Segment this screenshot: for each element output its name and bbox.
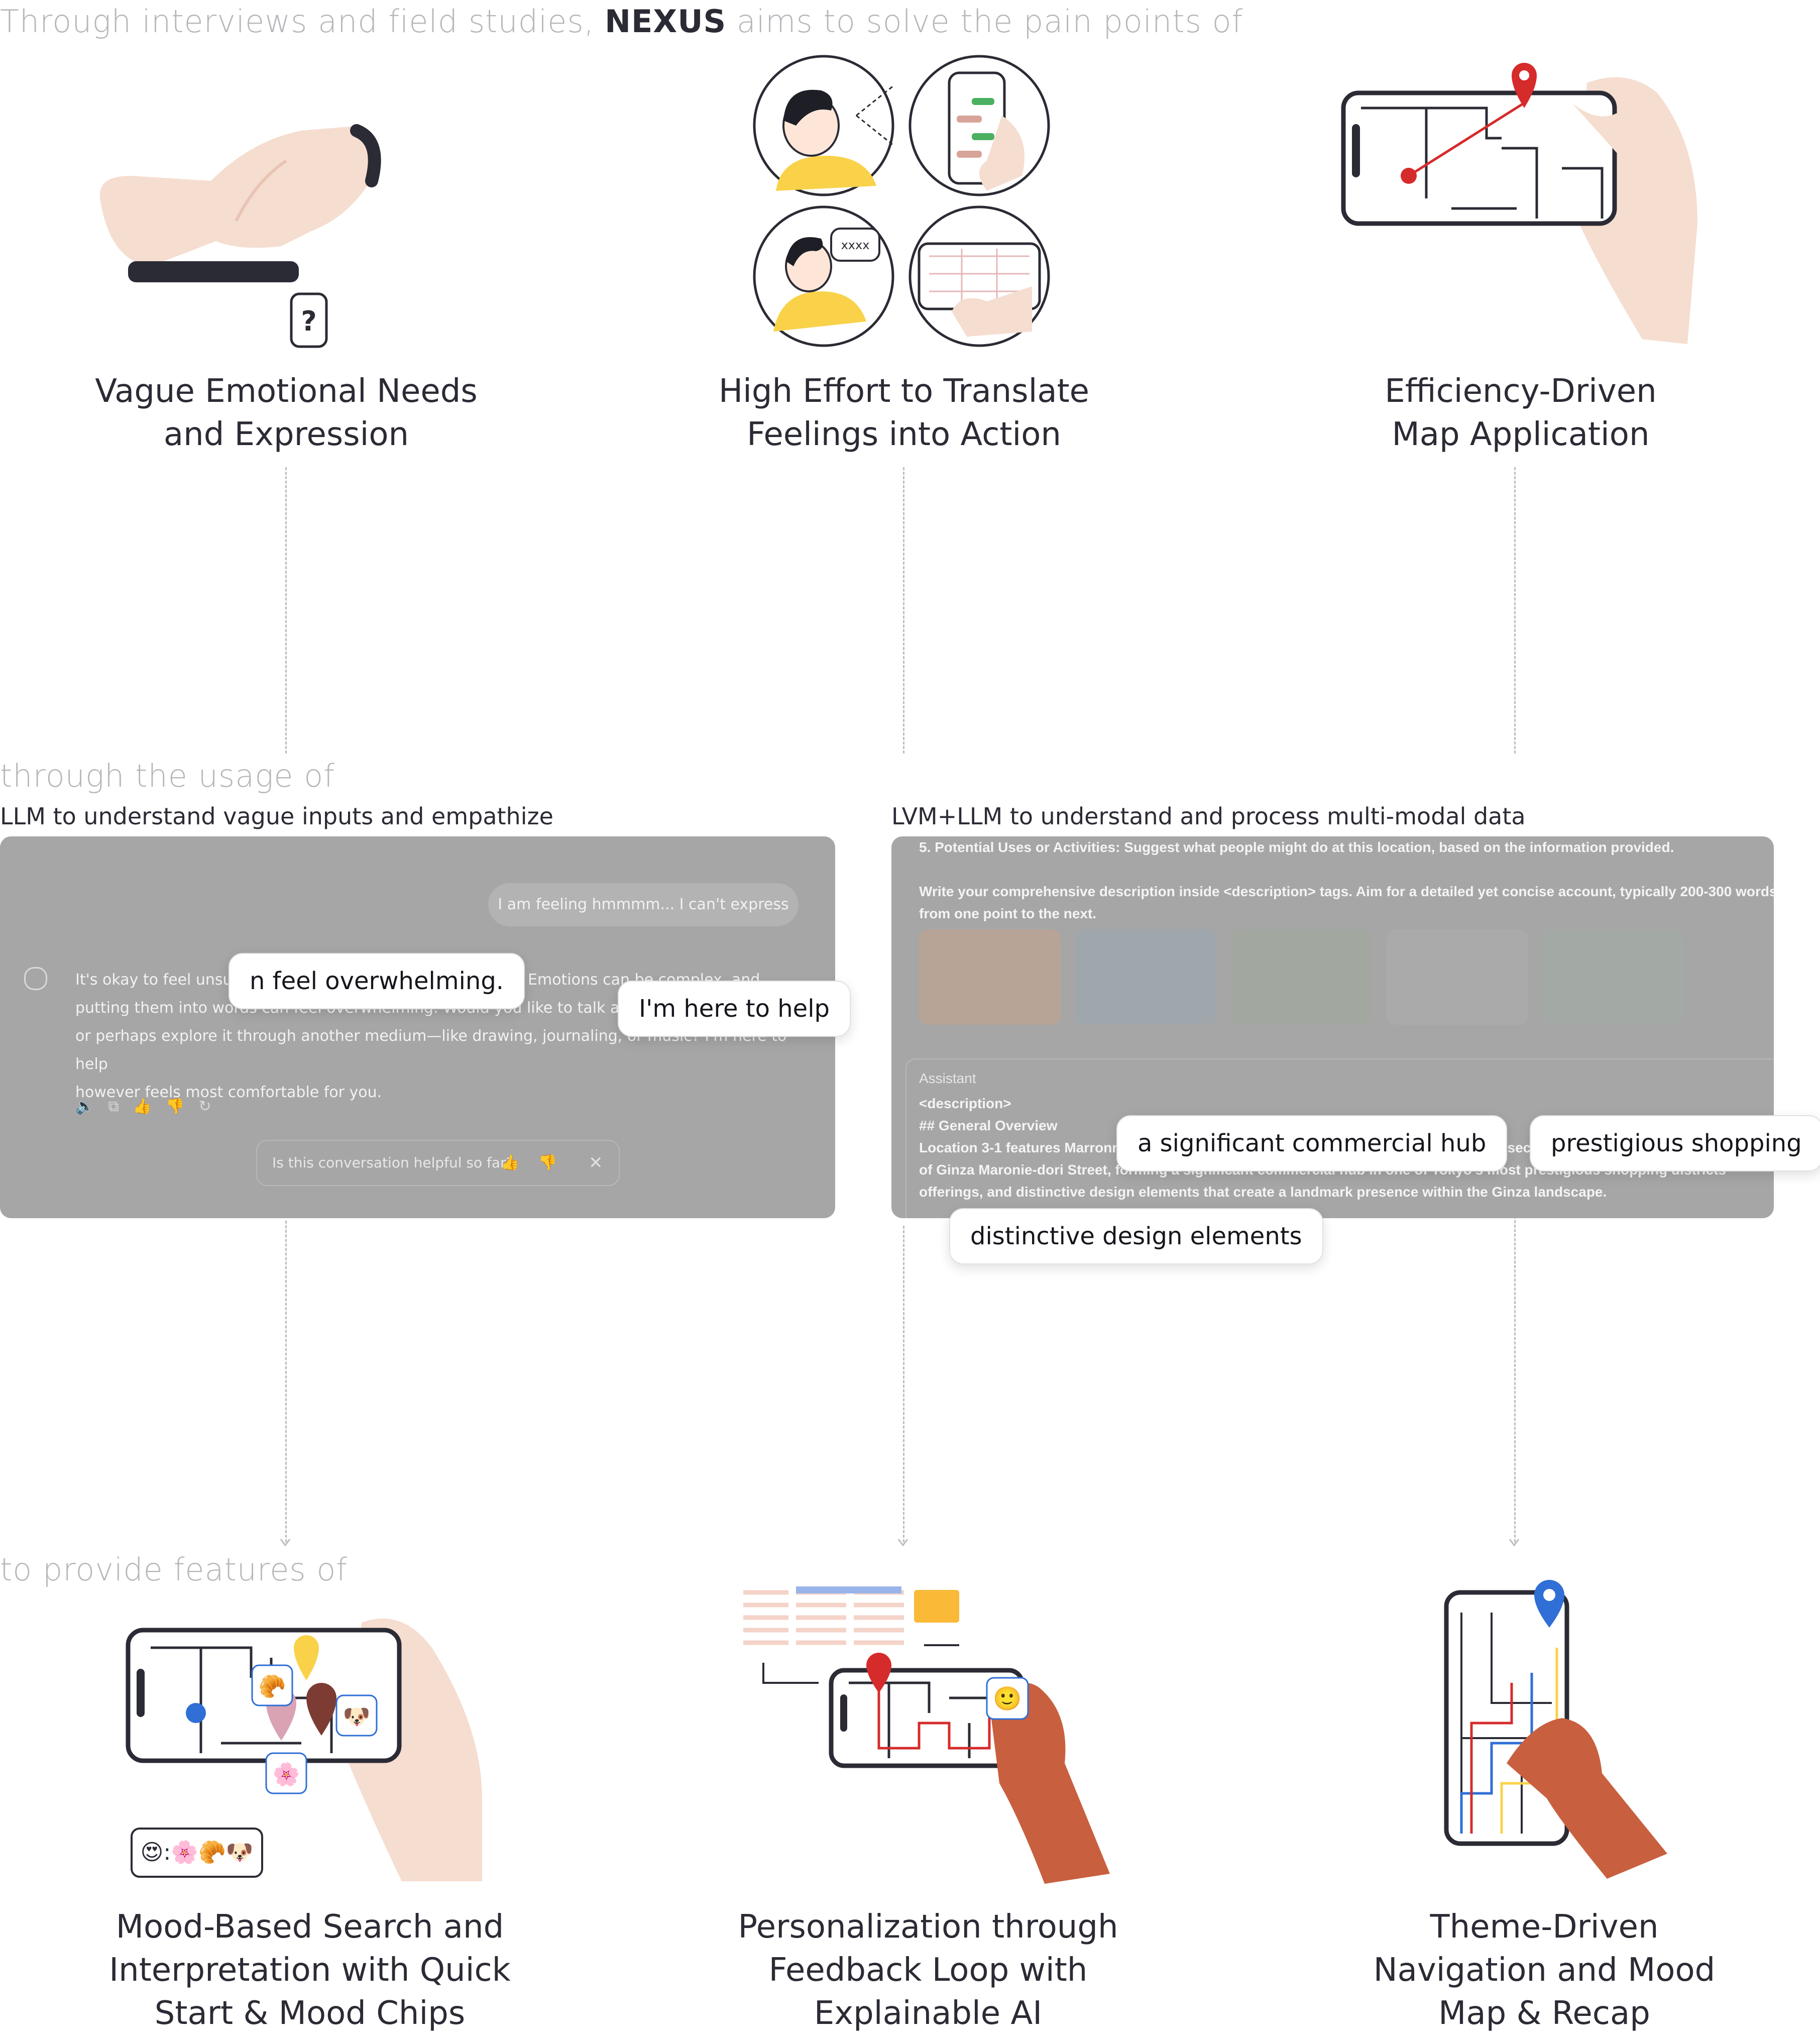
street-photo-4[interactable] <box>1386 929 1528 1025</box>
prompt-text: 5. Potential Uses or Activities: Suggest… <box>919 836 1774 925</box>
street-photo-3[interactable] <box>1230 929 1372 1025</box>
dog-chip: 🐶 <box>343 1704 371 1730</box>
pain-title-1-line2: and Expression <box>163 416 409 453</box>
feature-3-line1: Theme-Driven <box>1430 1908 1659 1946</box>
speech-text: xxxx <box>841 238 870 252</box>
callout-feel-overwhelming: n feel overwhelming. <box>229 953 525 1009</box>
feature-1-line1: Mood-Based Search and <box>116 1908 504 1946</box>
pain-title-1: Vague Emotional Needs and Expression <box>60 370 512 456</box>
user-message-text: I am feeling hmmmm... I can't express <box>498 896 789 913</box>
arrow-head-3 <box>1509 1539 1520 1547</box>
feature-2-line3: Explainable AI <box>814 1995 1043 2032</box>
feedback-bar: Is this conversation helpful so far? 👍 👎… <box>256 1140 620 1186</box>
prompt-line-3: Write your comprehensive description ins… <box>919 884 1774 899</box>
map-app-illustration <box>1341 63 1697 344</box>
street-photo-1[interactable] <box>919 929 1061 1025</box>
thumbs-up-icon[interactable]: 👍 <box>133 1098 166 1115</box>
pain-title-3-line2: Map Application <box>1392 416 1650 453</box>
question-mark: ? <box>301 305 316 337</box>
smile-chip: 🙂 <box>993 1685 1021 1712</box>
feature-2-line2: Feedback Loop with <box>768 1952 1088 1989</box>
pain-title-2-line1: High Effort to Translate <box>718 373 1090 410</box>
mood-face: 😍 <box>140 1840 164 1865</box>
arrow-head-1 <box>280 1539 291 1547</box>
translate-effort-illustration: xxxx <box>753 55 1050 347</box>
prompt-line-2 <box>919 859 1774 881</box>
street-photo-5[interactable] <box>1542 929 1683 1025</box>
thumbs-down-icon[interactable]: 👎 <box>166 1098 199 1115</box>
assistant-label: Assistant <box>919 1070 976 1086</box>
pain-title-2-line2: Feelings into Action <box>747 416 1061 453</box>
mood-sep: : <box>163 1840 171 1865</box>
connector-3b <box>1514 1216 1516 1542</box>
desc-line-1: <description> <box>919 1096 1011 1111</box>
connector-3a <box>1514 467 1516 754</box>
user-message-bubble: I am feeling hmmmm... I can't express <box>488 883 799 926</box>
lvm-heading: LVM+LLM to understand and process multi-… <box>891 803 1526 830</box>
feature-1-line3: Start & Mood Chips <box>154 1995 466 2032</box>
reply-line-4: however feels most comfortable for you. <box>75 1084 382 1101</box>
croissant-chip: 🥐 <box>259 1674 286 1699</box>
mood-emojis: 🌸🥐🐶 <box>171 1840 254 1865</box>
callout-commercial-hub: a significant commercial hub <box>1116 1115 1508 1171</box>
feature-2-line1: Personalization through <box>738 1908 1118 1946</box>
feedback-down-icon[interactable]: 👎 <box>538 1154 557 1171</box>
llm-heading: LLM to understand vague inputs and empat… <box>0 803 553 830</box>
speaker-icon[interactable]: 🔈 <box>75 1098 108 1115</box>
callout-design-elements: distinctive design elements <box>949 1208 1323 1264</box>
feedback-up-icon[interactable]: 👍 <box>501 1154 520 1171</box>
connector-2a <box>903 467 904 754</box>
connector-1b <box>285 1221 287 1542</box>
quick-start-mood-chip[interactable]: 😍:🌸🥐🐶 <box>131 1828 263 1878</box>
intro-text: Through interviews and field studies, NE… <box>0 3 1243 40</box>
features-intro: to provide features of <box>0 1551 348 1588</box>
theme-navigation-illustration <box>1444 1580 1667 1879</box>
callout-here-to-help: I'm here to help <box>618 981 851 1037</box>
street-photo-2[interactable] <box>1075 929 1216 1025</box>
intro-suffix: aims to solve the pain points of <box>726 3 1243 40</box>
feedback-prompt: Is this conversation helpful so far? <box>272 1154 514 1171</box>
vague-needs-illustration: ? <box>99 124 381 348</box>
callout-prestigious-shopping: prestigious shopping <box>1530 1115 1820 1171</box>
flower-chip: 🌸 <box>273 1762 300 1787</box>
usage-intro: through the usage of <box>0 758 335 794</box>
message-actions[interactable]: 🔈⧉👍👎↻ <box>75 1098 236 1118</box>
mood-search-illustration: 🥐 🐶 🌸 <box>126 1618 482 1881</box>
brand-name: NEXUS <box>605 3 727 40</box>
feature-1-line2: Interpretation with Quick <box>109 1952 511 1989</box>
intro-prefix: Through interviews and field studies, <box>0 3 605 40</box>
prompt-line-4: from one point to the next. <box>919 906 1097 921</box>
pain-title-3-line1: Efficiency-Driven <box>1385 373 1657 410</box>
copy-icon[interactable]: ⧉ <box>108 1098 133 1115</box>
desc-line-5: offerings, and distinctive design elemen… <box>919 1184 1607 1200</box>
feature-3-line2: Navigation and Mood <box>1373 1952 1716 1989</box>
feature-3-line3: Map & Recap <box>1438 1995 1650 2032</box>
close-icon[interactable]: ✕ <box>589 1153 603 1173</box>
desc-line-2: ## General Overview <box>919 1118 1058 1133</box>
connector-2b <box>903 1226 904 1542</box>
arrow-head-2 <box>897 1539 908 1547</box>
prompt-line-1: 5. Potential Uses or Activities: Suggest… <box>919 839 1674 855</box>
connector-1a <box>285 467 287 754</box>
assistant-avatar <box>24 967 47 990</box>
regenerate-icon[interactable]: ↻ <box>198 1098 225 1115</box>
pain-title-1-line1: Vague Emotional Needs <box>95 373 478 410</box>
feedback-loop-illustration: 🙂 <box>743 1586 1110 1884</box>
